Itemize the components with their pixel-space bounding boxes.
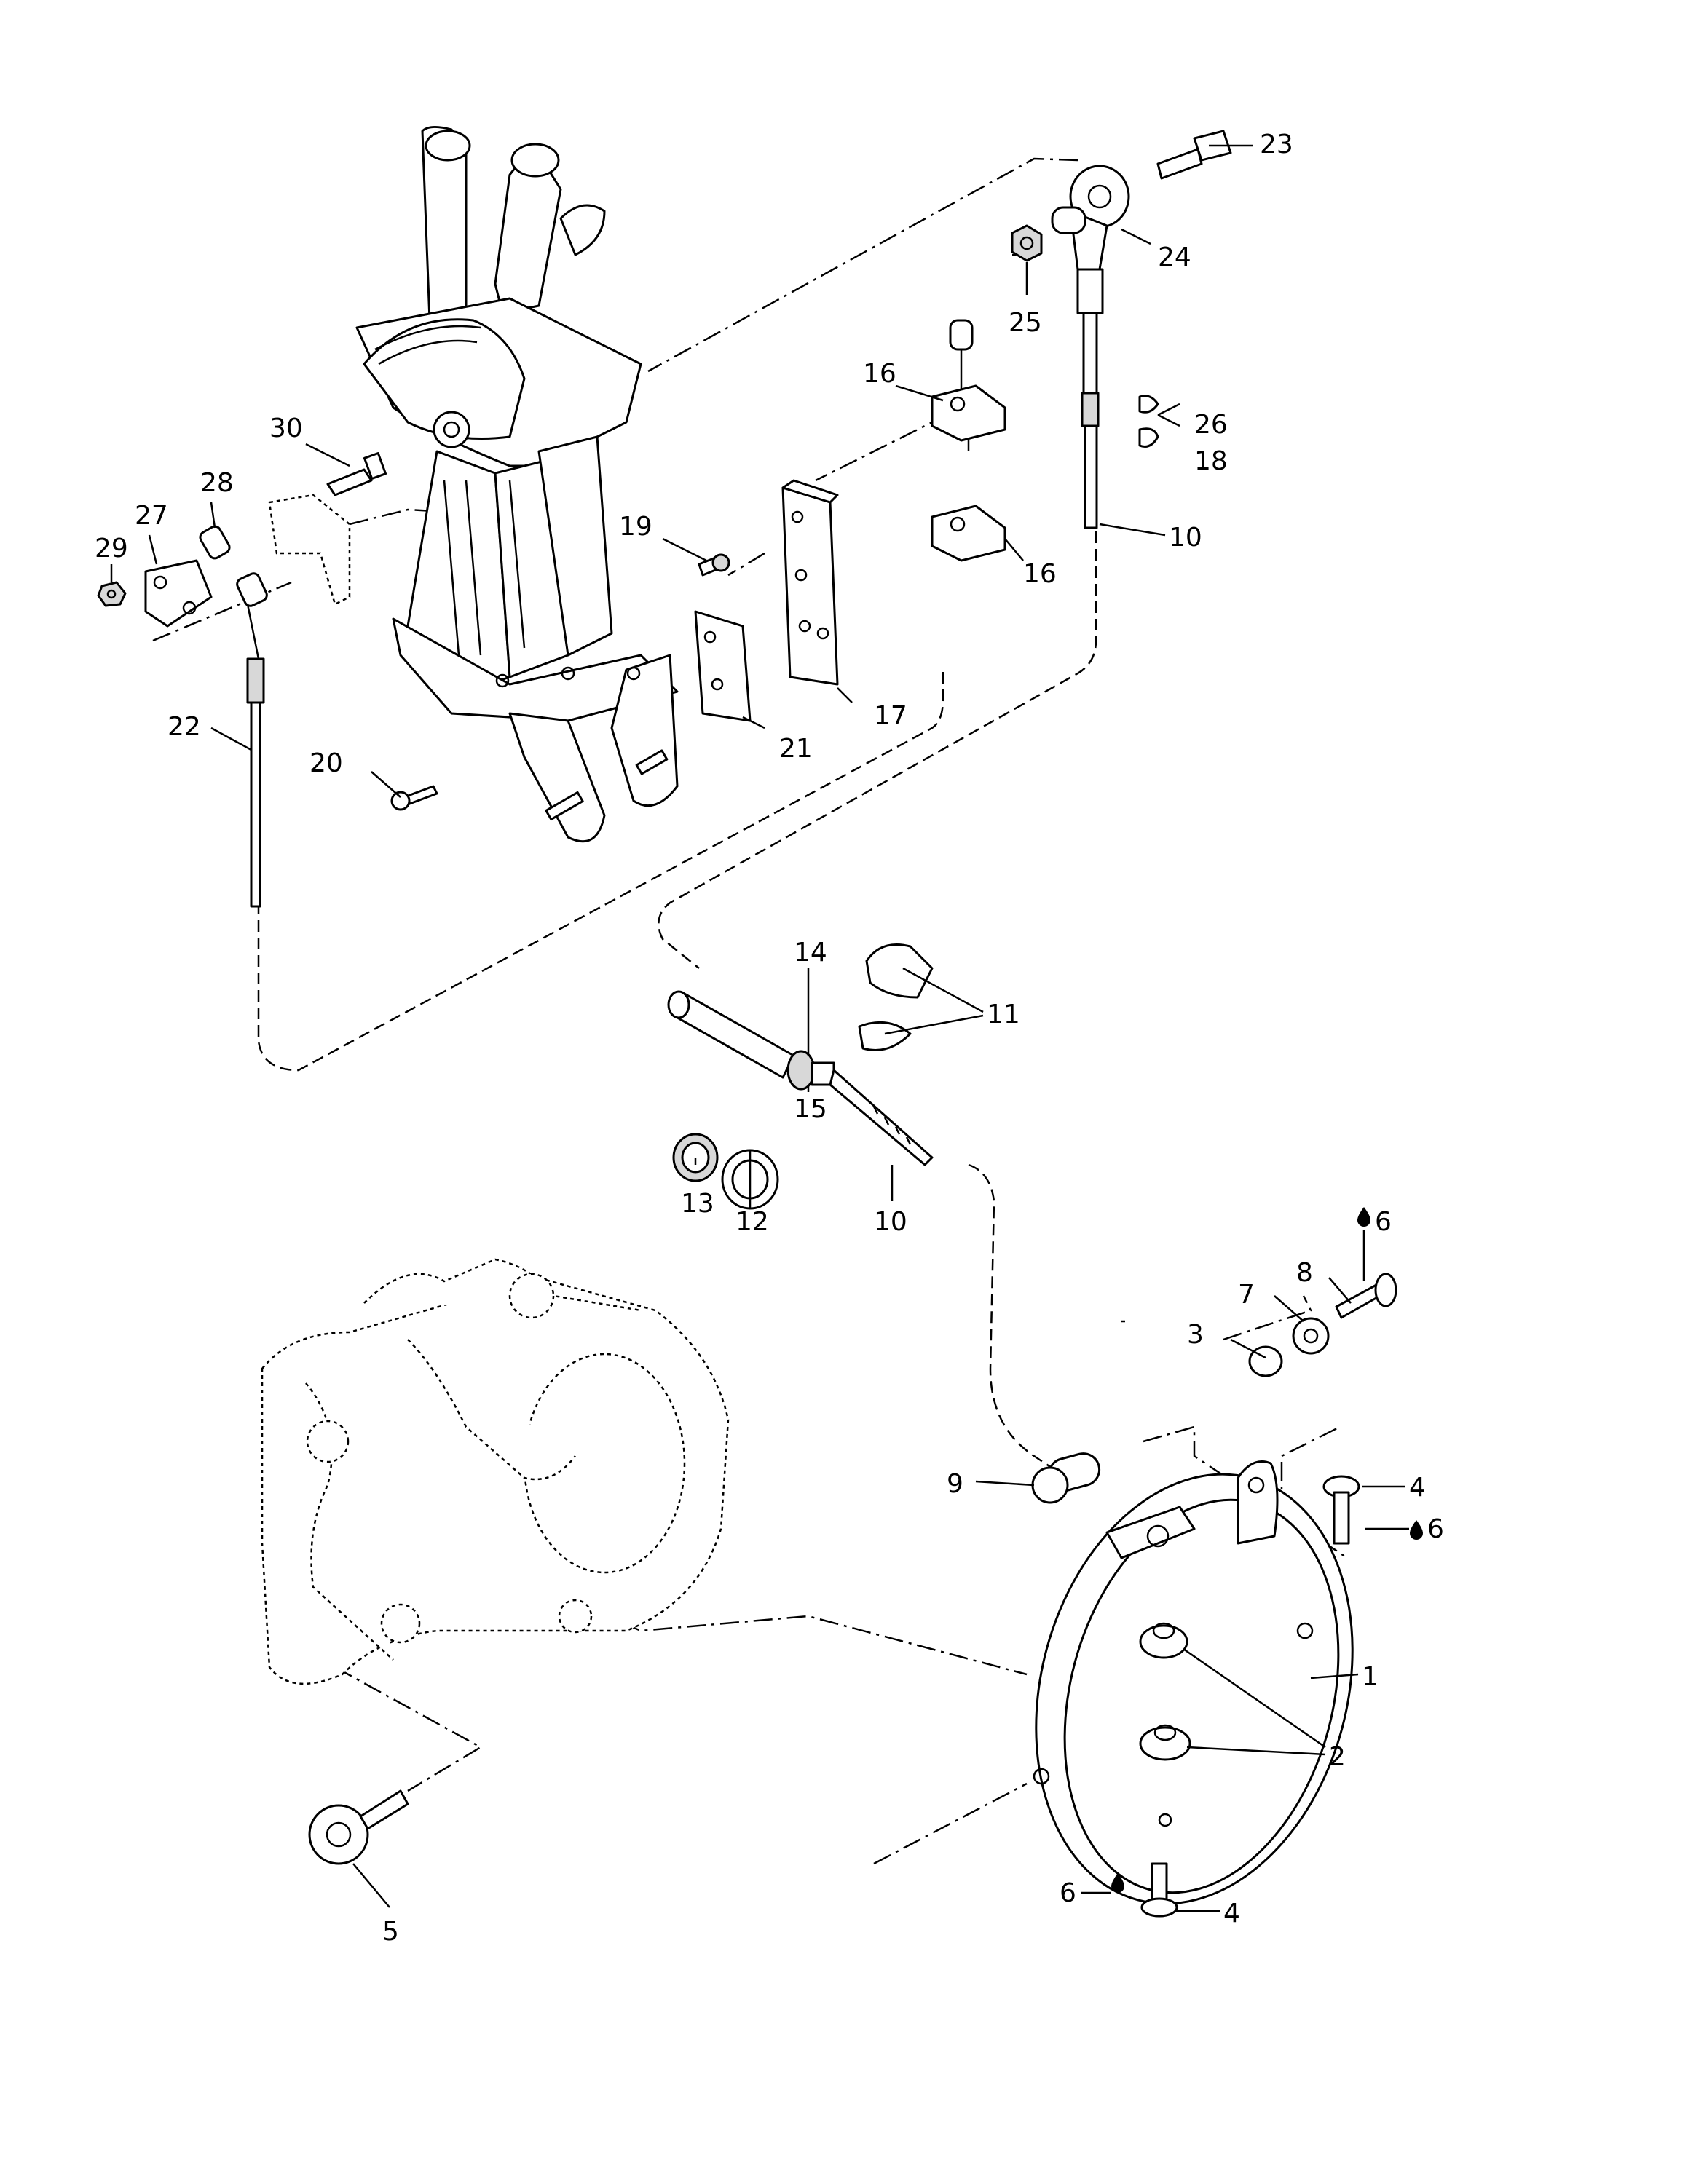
callout-12: 12: [735, 1207, 769, 1237]
callout-4-top: 4: [1409, 1473, 1426, 1503]
callout-4-bottom: 4: [1223, 1899, 1240, 1928]
callout-30: 30: [269, 414, 303, 443]
lubricant-drop-icons: [1111, 1207, 1423, 1893]
callout-18: 18: [1194, 446, 1228, 476]
callout-23: 23: [1260, 130, 1293, 159]
callout-14: 14: [794, 938, 827, 968]
callout-5: 5: [382, 1917, 399, 1947]
callout-25: 25: [1009, 308, 1042, 338]
left-small-parts: [97, 451, 438, 908]
callout-6-bottom: 6: [1060, 1878, 1076, 1908]
cable-clamps: [931, 319, 1006, 562]
callout-22: 22: [167, 712, 201, 742]
callout-labels: 1 2 3 4 4 5 6 6 6 7 8 9 10 10 11 12 13 1…: [95, 130, 1444, 1947]
rod-end-assembly: [1011, 130, 1232, 529]
callout-11: 11: [987, 1000, 1020, 1029]
lubricant-drop-icon: [1357, 1207, 1370, 1227]
callout-2: 2: [1329, 1742, 1346, 1772]
callout-28: 28: [200, 468, 234, 498]
control-lever-assembly: [355, 126, 679, 843]
callout-26: 26: [1194, 410, 1228, 440]
callout-16-lower: 16: [1023, 559, 1057, 589]
callout-10-upper: 10: [1169, 523, 1202, 553]
screw-5: [308, 1789, 409, 1865]
mounting-plates: [694, 479, 839, 722]
callout-20: 20: [309, 748, 343, 778]
callout-13: 13: [681, 1189, 714, 1219]
bracket-ring-assembly: [1031, 1273, 1397, 1918]
callout-17: 17: [874, 701, 907, 731]
callout-9: 9: [947, 1469, 963, 1499]
callout-1: 1: [1362, 1662, 1379, 1692]
lubricant-drop-icon: [1410, 1520, 1423, 1540]
callout-27: 27: [135, 501, 168, 531]
callout-15: 15: [794, 1094, 827, 1124]
callout-21: 21: [779, 734, 813, 764]
leader-lines: [110, 144, 1409, 1912]
callout-6-top: 6: [1375, 1207, 1392, 1237]
callout-8: 8: [1296, 1258, 1313, 1288]
assembly-lines: [152, 157, 1348, 1865]
callout-7: 7: [1238, 1280, 1255, 1310]
lubricant-drop-icon: [1111, 1873, 1124, 1893]
callout-16-upper: 16: [863, 359, 896, 389]
callout-6-right: 6: [1427, 1514, 1444, 1544]
callout-10-lower: 10: [874, 1207, 907, 1237]
callout-19: 19: [619, 512, 652, 542]
callout-3: 3: [1187, 1320, 1204, 1350]
phantom-pump-housing: [261, 1258, 730, 1685]
callout-24: 24: [1158, 242, 1191, 272]
callout-29: 29: [95, 534, 128, 563]
